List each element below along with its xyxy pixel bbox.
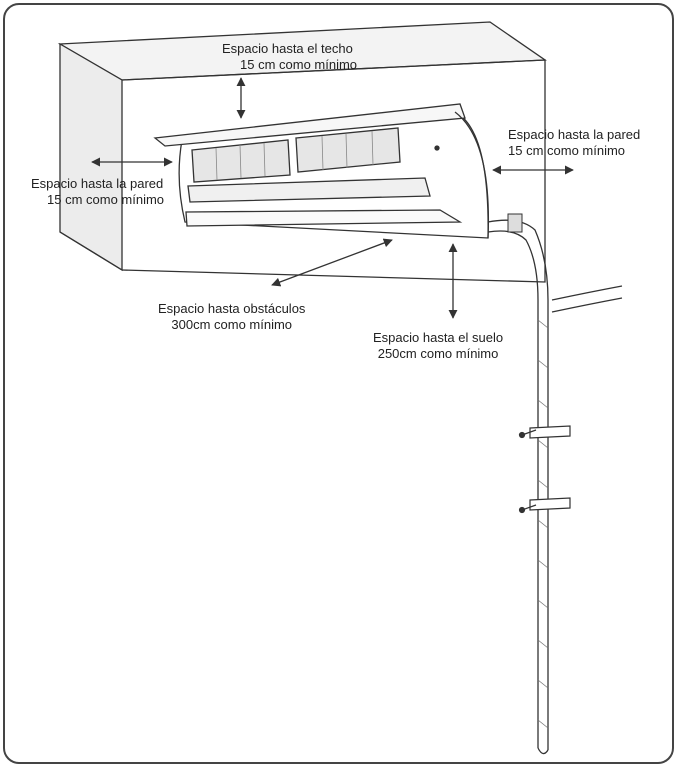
label-floor-line2: 250cm como mínimo (377, 346, 499, 361)
label-floor-clearance: Espacio hasta el suelo 250cm como mínimo (373, 330, 503, 362)
label-wall-right-clearance: Espacio hasta la pared 15 cm como mínimo (508, 127, 640, 159)
pipe-coupling (507, 213, 523, 233)
pipe-clamp-upper (529, 425, 571, 439)
label-wall-left-line2: 15 cm como mínimo (47, 192, 165, 207)
drain-pipe (487, 219, 549, 755)
wall-block (57, 21, 547, 283)
label-wall-right-line1: Espacio hasta la pared (508, 127, 641, 142)
diagram-frame (3, 3, 674, 764)
label-obstacles-clearance: Espacio hasta obstáculos 300cm como míni… (158, 301, 305, 333)
label-obstacles-line2: 300cm como mínimo (171, 317, 293, 332)
ac-unit (153, 103, 490, 239)
label-ceiling-line1: Espacio hasta el techo (222, 41, 353, 56)
pipe-ribbing (537, 319, 549, 729)
label-floor-line1: Espacio hasta el suelo (373, 330, 504, 345)
connecting-pipe (551, 285, 623, 313)
screw-lower (518, 504, 537, 514)
label-wall-left-line1: Espacio hasta la pared (31, 176, 164, 191)
arrow-obstacles (271, 238, 393, 287)
label-ceiling-clearance: Espacio hasta el techo 15 cm como mínimo (222, 41, 357, 73)
label-ceiling-line2: 15 cm como mínimo (240, 57, 358, 72)
screw-upper (518, 429, 537, 439)
label-wall-right-line2: 15 cm como mínimo (508, 143, 626, 158)
label-wall-left-clearance: Espacio hasta la pared 15 cm como mínimo (31, 176, 164, 208)
label-obstacles-line1: Espacio hasta obstáculos (158, 301, 306, 316)
pipe-clamp-lower (529, 497, 571, 511)
